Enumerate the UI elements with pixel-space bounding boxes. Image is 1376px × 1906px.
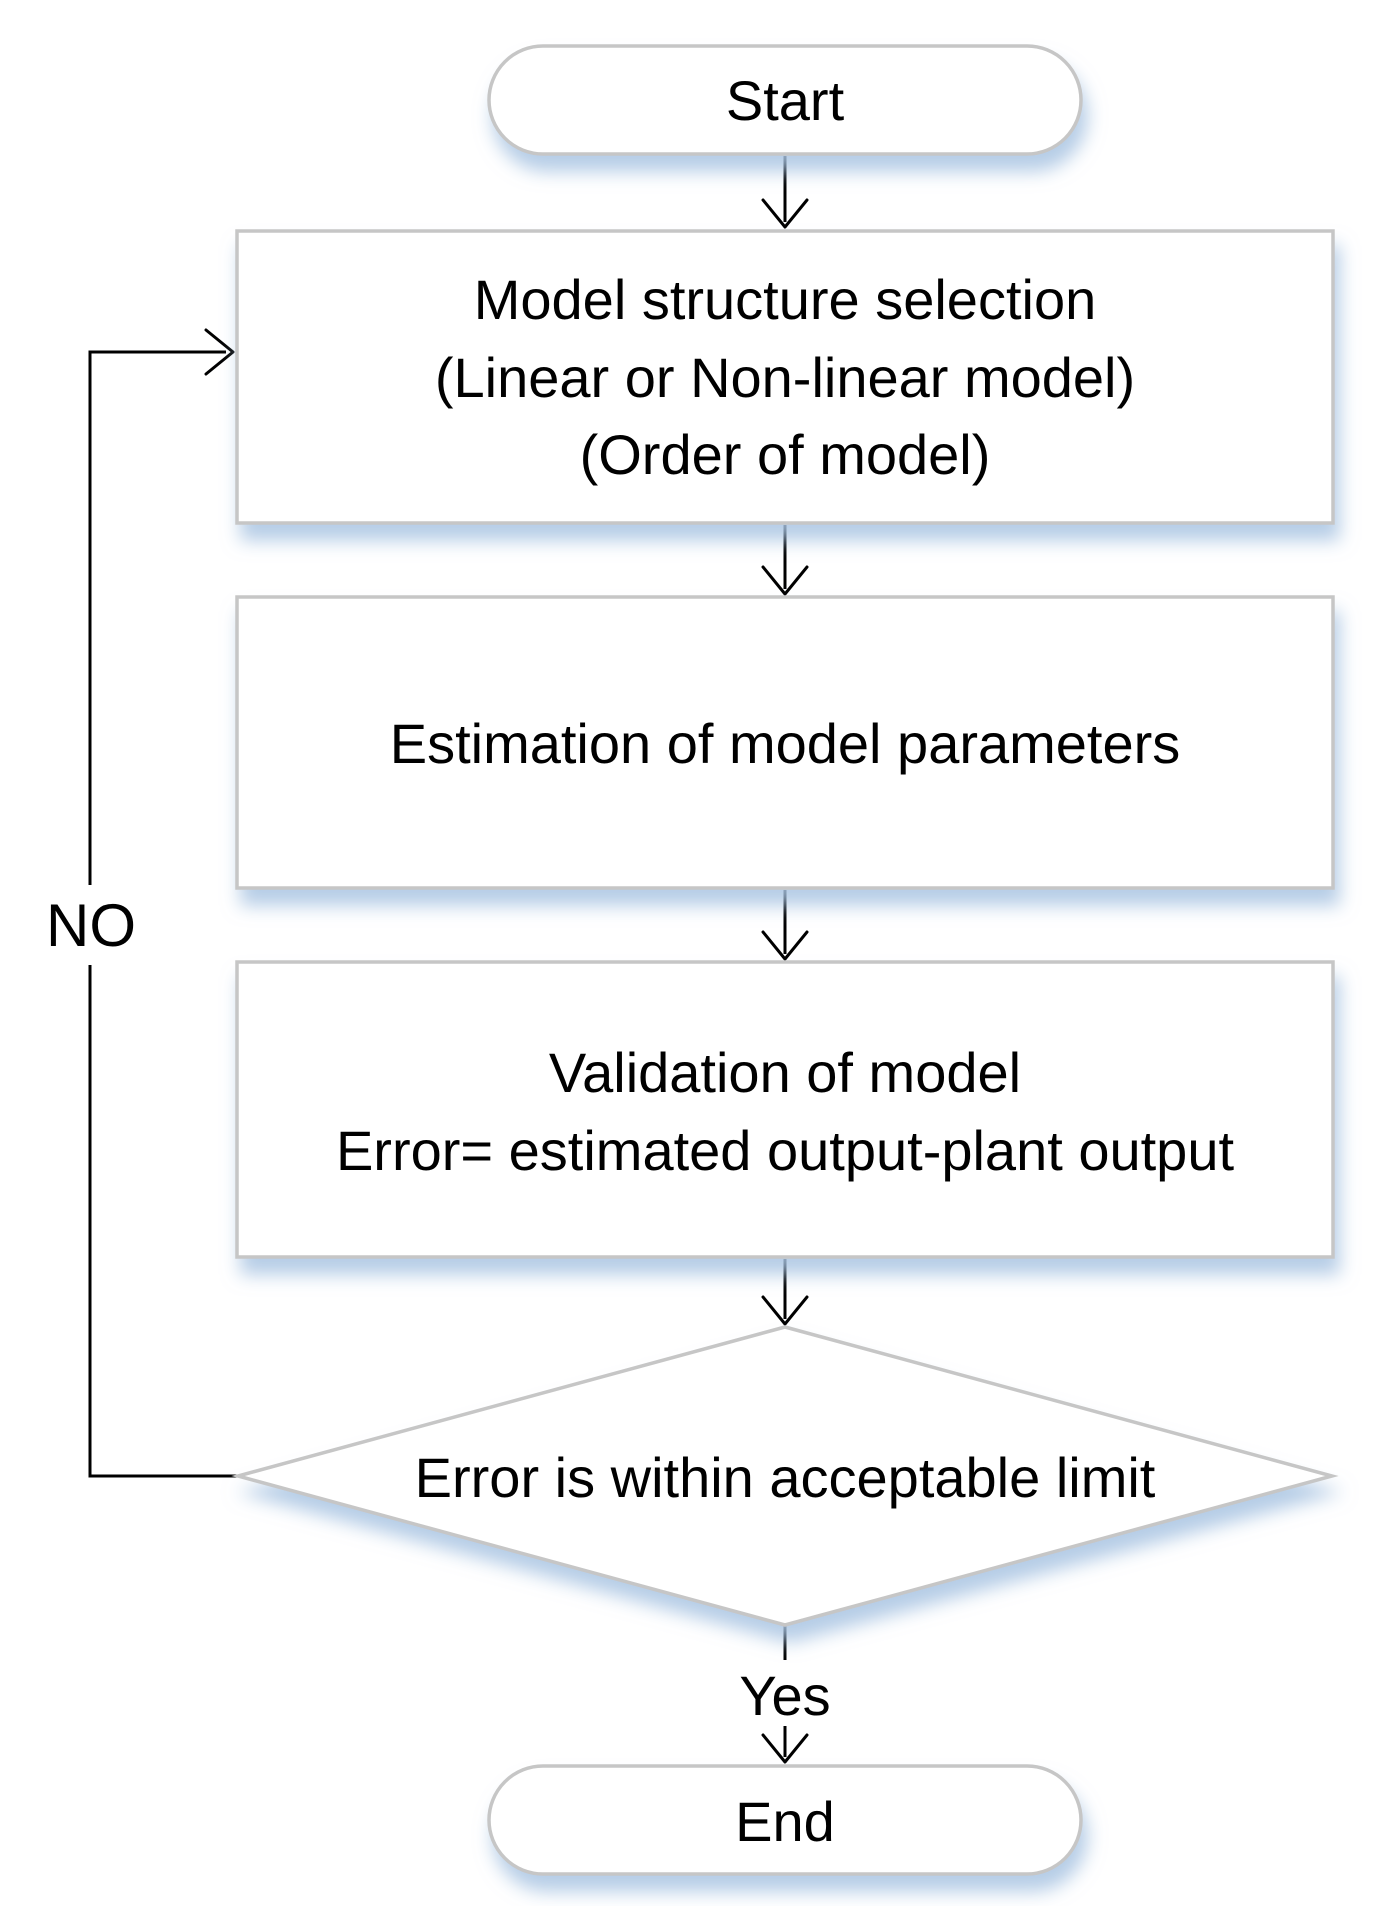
arrow-validation-to-decision [761,1259,809,1326]
terminator-start: Start [487,44,1083,156]
process-model-structure: Model structure selection (Linear or Non… [235,229,1335,525]
arrowhead-icon [761,565,809,596]
no-loop-lower-segment [88,965,238,1478]
process-estimation: Estimation of model parameters [235,595,1335,890]
no-loop-upper-segment [88,350,226,885]
process-validation: Validation of model Error= estimated out… [235,960,1335,1259]
model-structure-shape [235,229,1335,525]
arrow-estimation-to-validation [761,890,809,961]
arrow-decision-to-end [761,1625,809,1764]
yes-edge-label: Yes [739,1664,830,1727]
terminator-end: End [487,1764,1083,1876]
arrowhead-icon [761,1733,809,1764]
validation-shape [235,960,1335,1259]
connector-no-loop [88,328,238,1478]
decision-shape [231,1325,1339,1627]
start-shape [487,44,1083,156]
decision-label: Error is within acceptable limit [415,1446,1156,1509]
model-structure-line-2: (Linear or Non-linear model) [435,346,1135,409]
estimation-label: Estimation of model parameters [390,712,1181,775]
arrow-start-to-model-structure [761,156,809,229]
model-structure-line-3: (Order of model) [580,423,991,486]
validation-line-1: Validation of model [549,1041,1021,1104]
arrowhead-icon [761,1295,809,1326]
end-shape [487,1764,1083,1876]
arrowhead-icon [761,198,809,229]
estimation-shape [235,595,1335,890]
validation-line-2: Error= estimated output-plant output [336,1119,1235,1182]
no-edge-label: NO [46,892,136,959]
arrow-model-structure-to-estimation [761,525,809,596]
model-structure-line-1: Model structure selection [474,268,1097,331]
start-label: Start [726,69,845,132]
arrowhead-icon [761,930,809,961]
decision-error-limit: Error is within acceptable limit [231,1325,1339,1627]
end-label: End [735,1790,835,1853]
no-loop-arrowhead-icon [204,328,235,376]
